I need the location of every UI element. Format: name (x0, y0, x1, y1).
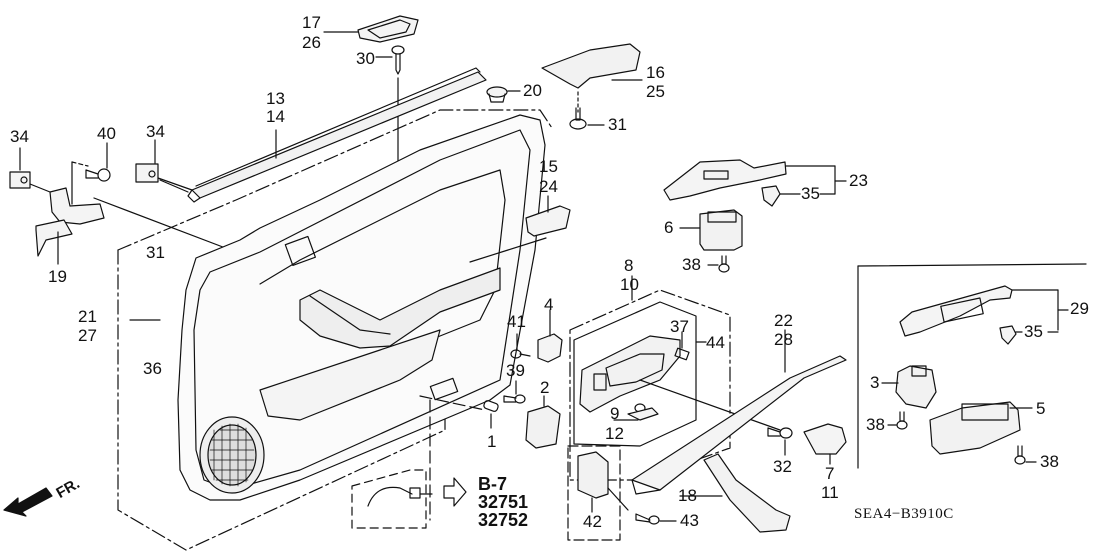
reference-line-1[interactable]: B-7 (478, 474, 508, 494)
part-8-inner-handle (579, 335, 781, 431)
wiring-harness (367, 486, 433, 507)
wiring-harness-box (351, 469, 427, 529)
label-part-6[interactable]: 6 (664, 218, 674, 237)
part-42-box (567, 445, 621, 541)
part-40-screw (85, 142, 111, 182)
label-part-30[interactable]: 30 (356, 49, 375, 68)
label-part-35-a[interactable]: 35 (801, 184, 820, 203)
label-part-1[interactable]: 1 (487, 432, 497, 451)
part-9-rod-clip (613, 403, 659, 421)
diagram-code: SEA4−B3910C (854, 506, 954, 522)
part-22-trim-strip (631, 329, 847, 495)
label-part-31-a[interactable]: 31 (608, 115, 627, 134)
label-part-14[interactable]: 14 (266, 107, 285, 126)
label-part-38-c[interactable]: 38 (1040, 452, 1059, 471)
part-39-screw (503, 380, 526, 404)
label-part-38-a[interactable]: 38 (682, 255, 701, 274)
label-part-22[interactable]: 22 (774, 311, 793, 330)
part-23-switch-panel (663, 159, 847, 201)
label-part-2[interactable]: 2 (540, 378, 550, 397)
label-part-18[interactable]: 18 (678, 486, 697, 505)
part-16-armrest-cover (541, 43, 643, 113)
label-part-17[interactable]: 17 (302, 13, 321, 32)
label-part-34-a[interactable]: 34 (10, 127, 29, 146)
part-19-bracket (35, 161, 237, 265)
part-15-bracket (469, 195, 571, 263)
part-5-master-switch (929, 401, 1033, 455)
part-37-screw (674, 331, 690, 361)
part-35-clip-a (761, 185, 836, 207)
handle-group-box (569, 289, 731, 481)
label-part-35-b[interactable]: 35 (1024, 322, 1043, 341)
part-21-door-panel (129, 114, 546, 501)
label-part-39[interactable]: 39 (506, 361, 525, 380)
label-part-8[interactable]: 8 (624, 256, 634, 275)
label-part-12[interactable]: 12 (605, 424, 624, 443)
label-part-32[interactable]: 32 (773, 457, 792, 476)
label-part-37[interactable]: 37 (670, 317, 689, 336)
right-group-box (857, 263, 1087, 469)
reference-line-2[interactable]: 32751 (478, 492, 529, 512)
part-43-screw (635, 513, 677, 525)
handle-inner-box (573, 275, 707, 447)
part-35-clip-b (999, 325, 1059, 345)
label-part-9[interactable]: 9 (610, 404, 620, 423)
label-part-7[interactable]: 7 (825, 464, 835, 483)
label-part-5[interactable]: 5 (1036, 399, 1046, 418)
reference-arrow-icon (443, 477, 467, 507)
part-20-grommet (486, 86, 521, 103)
label-part-23[interactable]: 23 (849, 171, 868, 190)
label-part-42[interactable]: 42 (583, 512, 602, 531)
part-41-screw (510, 333, 531, 359)
guide-lines (419, 395, 486, 521)
label-part-44[interactable]: 44 (706, 333, 725, 352)
label-part-41[interactable]: 41 (507, 312, 526, 331)
part-32-screw (767, 427, 793, 456)
label-part-13[interactable]: 13 (266, 89, 285, 108)
part-42-bracket (577, 451, 629, 513)
label-part-4[interactable]: 4 (544, 295, 554, 314)
label-part-31-b[interactable]: 31 (146, 243, 165, 262)
label-part-29[interactable]: 29 (1070, 299, 1089, 318)
label-part-21[interactable]: 21 (78, 307, 97, 326)
part-38-screw-b (887, 411, 908, 430)
label-part-24[interactable]: 24 (539, 177, 558, 196)
label-part-19[interactable]: 19 (48, 267, 67, 286)
part-38-screw-c (1014, 445, 1037, 465)
label-part-20[interactable]: 20 (523, 81, 542, 100)
label-part-16[interactable]: 16 (646, 63, 665, 82)
part-13-weatherstrip (159, 67, 487, 203)
part-31-screw-a (569, 107, 605, 130)
reference-line-3[interactable]: 32752 (478, 510, 529, 530)
label-part-26[interactable]: 26 (302, 33, 321, 52)
part-18-pull-cover (679, 453, 791, 533)
label-part-15[interactable]: 15 (539, 157, 558, 176)
part-1-bulb (483, 400, 499, 429)
part-34-clip-a (9, 147, 51, 193)
part-7-cap (803, 423, 847, 465)
part-17-bezel (323, 15, 419, 43)
part-4-clip (537, 309, 563, 363)
part-34-clip-b (135, 139, 193, 191)
label-part-43[interactable]: 43 (680, 511, 699, 530)
part-2-lens (525, 395, 561, 449)
part-6-switch (679, 209, 743, 251)
part-38-screw-a (707, 255, 730, 273)
label-part-28[interactable]: 28 (774, 330, 793, 349)
label-part-10[interactable]: 10 (620, 275, 639, 294)
label-part-25[interactable]: 25 (646, 82, 665, 101)
label-part-27[interactable]: 27 (78, 326, 97, 345)
label-part-38-b[interactable]: 38 (866, 415, 885, 434)
label-part-3[interactable]: 3 (870, 373, 880, 392)
label-part-40[interactable]: 40 (97, 124, 116, 143)
label-part-36[interactable]: 36 (143, 359, 162, 378)
part-3-switch (881, 365, 937, 409)
label-part-11[interactable]: 11 (821, 483, 839, 502)
front-direction-arrow-icon (3, 487, 53, 517)
part-29-switch-panel (899, 285, 1069, 337)
label-part-34-b[interactable]: 34 (146, 122, 165, 141)
